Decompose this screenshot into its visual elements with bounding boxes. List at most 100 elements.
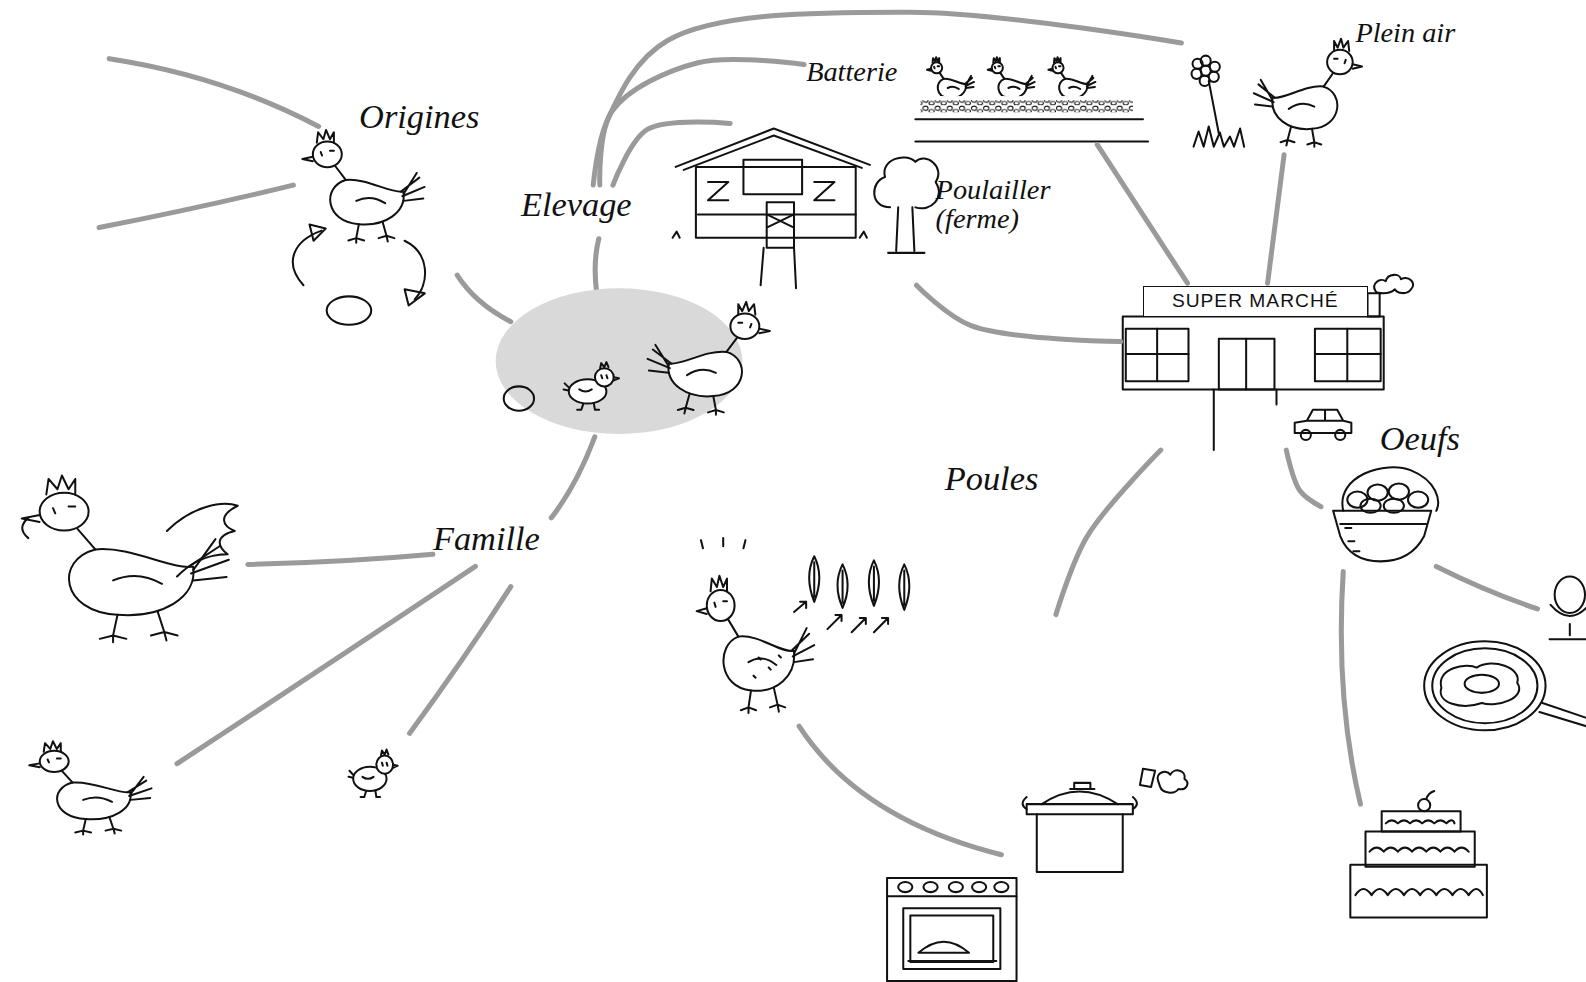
branch-lines — [799, 726, 1001, 854]
mind-map-topic: Poulailler (ferme) — [671, 123, 1068, 285]
pot-illustration — [1158, 770, 1188, 792]
central-topic — [496, 288, 770, 434]
hen-moulting-illustration — [697, 576, 815, 713]
branch-line — [593, 12, 1181, 185]
supermarket-illustration — [1245, 339, 1247, 390]
central-topic — [648, 302, 770, 415]
oven-illustration — [887, 878, 1016, 981]
egg-basket-illustration — [1340, 524, 1426, 551]
oven-illustration — [887, 878, 1016, 981]
egg-basket-illustration — [1333, 511, 1431, 562]
free-range-illustration — [1193, 59, 1203, 69]
branch-lines — [1341, 571, 1360, 804]
origins-illustration — [405, 289, 425, 305]
branch-lines — [457, 275, 511, 322]
hen-moulting-illustration — [701, 538, 746, 548]
egg-basket-illustration — [1408, 492, 1428, 508]
frying-pan-illustration — [1424, 641, 1586, 730]
cake-illustration — [1386, 820, 1455, 823]
branch-lines — [410, 587, 511, 734]
branch-line — [1097, 145, 1187, 284]
pot-illustration — [1037, 814, 1123, 872]
mind-map-topic: Plein air — [1181, 15, 1474, 155]
hen-moulting-illustration — [869, 560, 879, 606]
supermarket-illustration — [1214, 389, 1277, 450]
pot-illustration — [1023, 769, 1188, 872]
pot-illustration — [1140, 769, 1155, 787]
topic-label: Poules — [945, 461, 1039, 496]
branch-line — [1056, 450, 1161, 614]
cake-illustration — [1350, 865, 1487, 918]
free-range-illustration — [1254, 39, 1362, 147]
origins-illustration — [293, 130, 425, 325]
frying-pan-illustration — [1539, 703, 1586, 728]
pot-illustration — [1070, 783, 1094, 789]
mind-map-topic: SUPER MARCHÉ — [1121, 283, 1388, 450]
oven-illustration — [908, 942, 996, 961]
supermarket-illustration — [1126, 329, 1189, 382]
family-illustration — [22, 475, 398, 834]
central-topic — [504, 386, 534, 410]
supermarket-illustration — [1335, 430, 1345, 440]
oven-illustration — [994, 882, 1008, 892]
topic-label: Oeufs — [1380, 421, 1460, 456]
central-topic — [564, 362, 619, 410]
free-range-illustration — [1192, 69, 1202, 79]
free-range-illustration — [1194, 126, 1245, 146]
mind-map-topic: Famille — [433, 519, 550, 570]
cake-illustration — [1426, 791, 1434, 799]
hen-moulting-illustration — [697, 538, 910, 713]
frying-pan-illustration — [1432, 648, 1537, 723]
supermarket-illustration — [1315, 329, 1381, 382]
mind-map-topic: Origines — [359, 99, 501, 148]
mind-map-topic: Batterie — [804, 56, 1153, 145]
cake-illustration — [1350, 791, 1487, 917]
supermarket-illustration — [1126, 329, 1189, 382]
free-range-illustration — [1210, 62, 1220, 72]
frying-pan-illustration — [1465, 675, 1499, 693]
branch-line — [613, 122, 730, 185]
barn-illustration — [684, 136, 862, 170]
cake-illustration — [1418, 799, 1430, 811]
barn-illustration — [767, 202, 794, 248]
family-illustration — [29, 741, 151, 834]
oven-illustration — [903, 908, 1000, 969]
barn-illustration — [673, 128, 939, 288]
central-topic — [648, 302, 770, 415]
barn-illustration — [698, 213, 856, 215]
topic-label: Elevage — [521, 187, 632, 222]
branch-line — [1268, 155, 1284, 283]
family-illustration — [22, 518, 28, 538]
branch-lines — [1436, 566, 1537, 608]
supermarket-illustration — [1368, 293, 1380, 316]
origins-illustration — [327, 296, 372, 324]
branch-lines — [551, 437, 594, 518]
egg-cup-illustration — [1555, 577, 1585, 613]
supermarket-illustration — [1123, 275, 1413, 450]
branch-line — [1286, 450, 1321, 507]
hen-moulting-illustration — [754, 655, 781, 677]
cake-illustration — [1382, 811, 1461, 831]
free-range-illustration — [1192, 39, 1362, 147]
battery-illustration — [920, 100, 1132, 112]
supermarket-illustration — [1295, 410, 1352, 433]
supermarket-illustration — [1301, 430, 1311, 440]
branch-lines — [595, 239, 599, 294]
barn-illustration — [708, 182, 834, 200]
egg-cup-illustration — [1550, 605, 1586, 639]
pot-illustration — [1042, 791, 1118, 804]
shop-sign: SUPER MARCHÉ — [1143, 286, 1368, 316]
oven-illustration — [923, 882, 937, 892]
branch-lines — [99, 185, 293, 227]
barn-illustration — [888, 207, 924, 253]
oven-illustration — [898, 882, 912, 892]
battery-illustration — [915, 96, 1143, 118]
frying-pan-illustration — [1441, 664, 1520, 706]
hen-moulting-illustration — [899, 564, 909, 610]
origins-illustration — [310, 225, 326, 241]
supermarket-illustration — [1123, 317, 1384, 390]
egg-basket-illustration — [1342, 467, 1438, 511]
